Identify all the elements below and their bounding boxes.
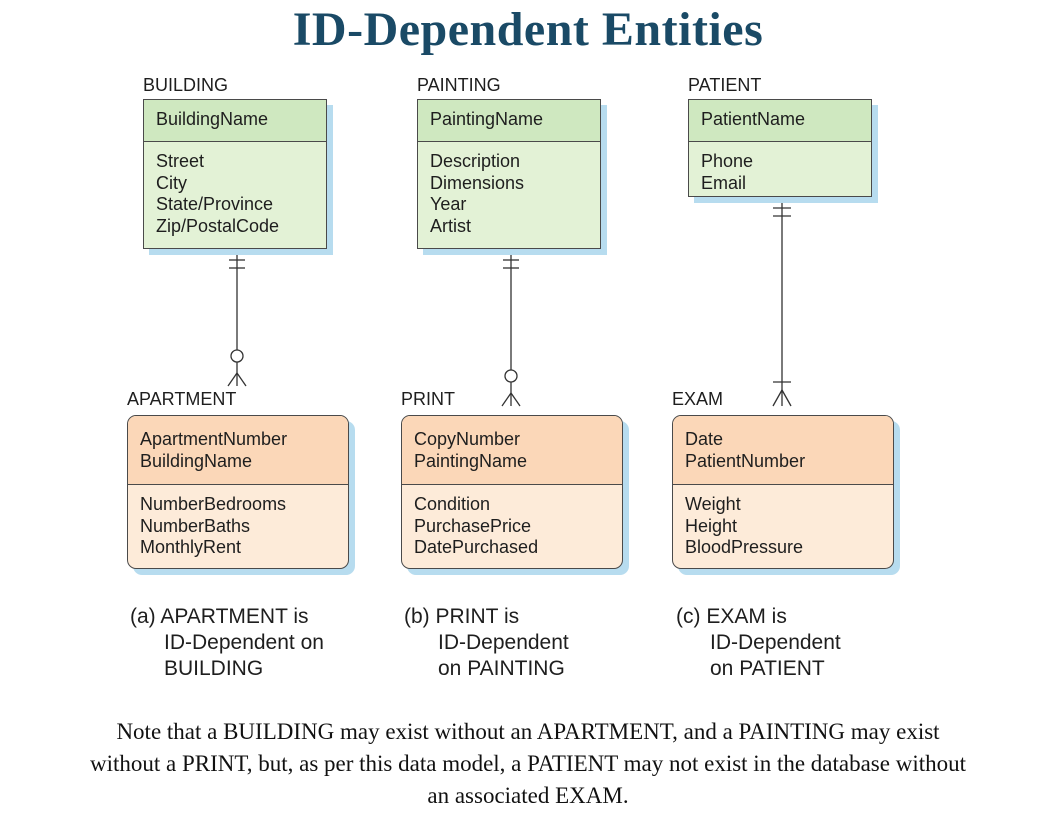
key-attribute: PaintingName xyxy=(414,451,528,471)
optional-circle xyxy=(230,349,244,363)
page-title: ID-Dependent Entities xyxy=(292,3,764,56)
entity-name-apartment: APARTMENT xyxy=(127,389,237,409)
entity-name-building: BUILDING xyxy=(143,75,229,95)
relationship-patient-exam xyxy=(772,197,792,407)
entity-key: PaintingName xyxy=(418,100,600,142)
relationship-building-apartment xyxy=(227,249,247,387)
entity-print: CopyNumber PaintingName Condition Purcha… xyxy=(401,415,623,569)
attribute: City xyxy=(156,172,187,193)
attribute: Artist xyxy=(430,215,472,236)
entity-exam: Date PatientNumber Weight Height BloodPr… xyxy=(672,415,894,569)
attribute: State/Province xyxy=(156,194,274,214)
entity-key: PatientName xyxy=(689,100,871,142)
key-attribute: PatientNumber xyxy=(685,451,806,471)
entity-attributes: NumberBedrooms NumberBaths MonthlyRent xyxy=(128,485,348,559)
entity-key: ApartmentNumber BuildingName xyxy=(128,416,348,485)
caption-c: (c) EXAM is ID-Dependent on PATIENT xyxy=(676,604,841,682)
attribute: Condition xyxy=(414,494,491,514)
key-attribute: CopyNumber xyxy=(414,429,521,449)
caption-line: (c) EXAM is xyxy=(676,605,787,628)
entity-building: BuildingName Street City State/Province … xyxy=(143,99,327,249)
attribute: Phone xyxy=(701,151,754,171)
attribute: PurchasePrice xyxy=(414,515,532,536)
caption-line: (b) PRINT is xyxy=(404,605,520,628)
attribute: Height xyxy=(685,515,738,536)
attribute: Weight xyxy=(685,494,741,514)
entity-name-painting: PAINTING xyxy=(417,75,501,95)
entity-key: Date PatientNumber xyxy=(673,416,893,485)
entity-patient: PatientName Phone Email xyxy=(688,99,872,197)
relationship-painting-print xyxy=(501,249,521,407)
attribute: MonthlyRent xyxy=(140,537,242,557)
attribute: Year xyxy=(430,194,467,214)
entity-name-exam: EXAM xyxy=(672,389,724,409)
caption-line: ID-Dependent xyxy=(438,631,569,654)
crowfoot-left xyxy=(501,392,512,407)
attribute: Email xyxy=(701,172,747,193)
entity-attributes: Description Dimensions Year Artist xyxy=(418,142,600,237)
crowfoot-right xyxy=(236,372,247,387)
caption-line: on PAINTING xyxy=(438,657,565,680)
attribute: Street xyxy=(156,151,205,171)
optional-circle xyxy=(504,369,518,383)
entity-key: CopyNumber PaintingName xyxy=(402,416,622,485)
key-attribute: ApartmentNumber xyxy=(140,429,288,449)
caption-line: (a) APARTMENT is xyxy=(130,605,309,628)
entity-key: BuildingName xyxy=(144,100,326,142)
caption-line: ID-Dependent xyxy=(710,631,841,654)
entity-attributes: Phone Email xyxy=(689,142,871,194)
attribute: Description xyxy=(430,151,521,171)
attribute: BloodPressure xyxy=(685,537,804,557)
caption-b: (b) PRINT is ID-Dependent on PAINTING xyxy=(404,604,569,682)
attribute: NumberBaths xyxy=(140,515,251,536)
attribute: NumberBedrooms xyxy=(140,494,287,514)
crowfoot-right xyxy=(781,389,792,407)
entity-attributes: Street City State/Province Zip/PostalCod… xyxy=(144,142,326,237)
entity-attributes: Condition PurchasePrice DatePurchased xyxy=(402,485,622,559)
caption-line: ID-Dependent on xyxy=(164,631,324,654)
footnote-line: without a PRINT, but, as per this data m… xyxy=(90,751,966,776)
entity-painting: PaintingName Description Dimensions Year… xyxy=(417,99,601,249)
entity-attributes: Weight Height BloodPressure xyxy=(673,485,893,559)
attribute: Zip/PostalCode xyxy=(156,215,280,236)
entity-apartment: ApartmentNumber BuildingName NumberBedro… xyxy=(127,415,349,569)
crowfoot-left xyxy=(772,389,783,407)
footnote-line: an associated EXAM. xyxy=(427,783,629,808)
crowfoot-right xyxy=(510,392,521,407)
footnote: Note that a BUILDING may exist without a… xyxy=(0,716,1056,812)
caption-line: on PATIENT xyxy=(710,657,825,680)
attribute: Dimensions xyxy=(430,172,525,193)
footnote-line: Note that a BUILDING may exist without a… xyxy=(116,719,940,744)
entity-name-print: PRINT xyxy=(401,389,455,409)
caption-line: BUILDING xyxy=(164,657,264,680)
crowfoot-left xyxy=(227,372,238,387)
caption-a: (a) APARTMENT is ID-Dependent on BUILDIN… xyxy=(130,604,324,682)
key-attribute: BuildingName xyxy=(140,451,253,471)
attribute: DatePurchased xyxy=(414,537,539,557)
key-attribute: Date xyxy=(685,429,724,449)
entity-name-patient: PATIENT xyxy=(688,75,762,95)
